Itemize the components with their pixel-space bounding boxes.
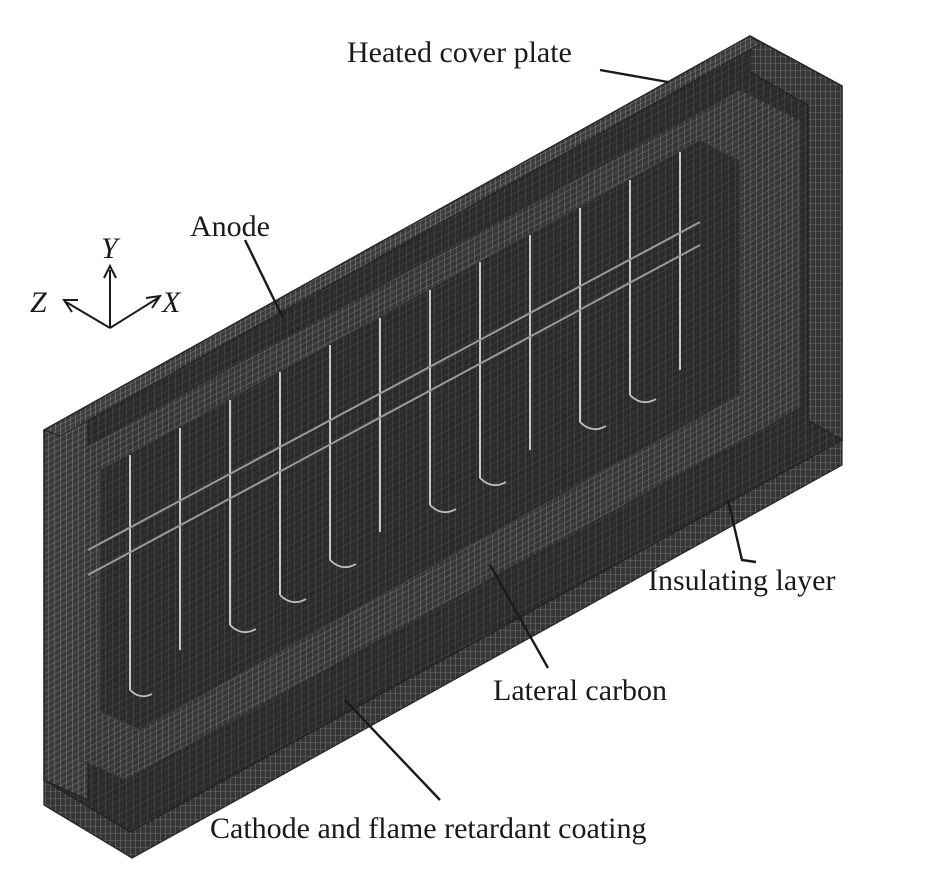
label-anode: Anode — [190, 210, 270, 243]
axis-x-label: X — [161, 286, 182, 319]
anode-bottoms — [129, 394, 657, 698]
leader-insulating-layer — [726, 499, 757, 564]
leader-cathode-coating — [344, 699, 441, 801]
anode-blocks — [129, 152, 681, 690]
front-bottom-face — [43, 438, 843, 859]
axis-y-label: Y — [101, 232, 121, 265]
label-cathode-coating: Cathode and flame retardant coating — [210, 812, 646, 845]
right-side-wall — [749, 34, 843, 442]
label-insulating-layer: Insulating layer — [648, 564, 835, 597]
label-lateral-carbon: Lateral carbon — [493, 674, 667, 707]
anode-seams — [87, 221, 701, 576]
leader-lateral-carbon — [488, 564, 550, 669]
top-rim — [42, 35, 761, 437]
label-heated-cover-plate: Heated cover plate — [347, 36, 572, 69]
leader-anode — [243, 239, 285, 319]
leader-heated-cover-plate — [599, 68, 669, 84]
axis-z-label: Z — [30, 286, 47, 319]
coordinate-axes — [62, 263, 163, 329]
